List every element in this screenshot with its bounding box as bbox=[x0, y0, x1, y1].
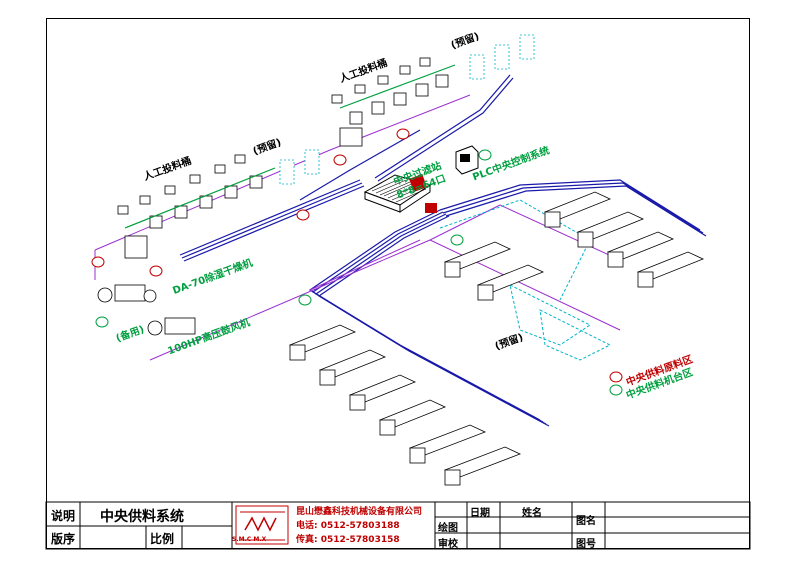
tb-drawing-name-label: 图名 bbox=[576, 516, 596, 527]
company-name: 昆山懋鑫科技机械设备有限公司 bbox=[296, 507, 423, 517]
title-edition-label: 版序 bbox=[51, 532, 76, 546]
lower-hopper-row bbox=[117, 154, 263, 259]
green-markers bbox=[95, 149, 623, 396]
title-scale-label: 比例 bbox=[150, 532, 175, 546]
company-logo bbox=[235, 505, 289, 545]
tb-review-label: 审校 bbox=[438, 539, 458, 550]
title-desc-label: 说明 bbox=[51, 509, 76, 523]
machine-rows bbox=[288, 191, 705, 486]
tb-date-label: 日期 bbox=[470, 508, 490, 519]
plc-cabinet bbox=[455, 145, 479, 175]
upper-hopper-green-pipe bbox=[339, 64, 456, 109]
tb-drawn-label: 绘图 bbox=[438, 523, 458, 534]
red-markers bbox=[91, 128, 623, 383]
tb-name-label: 姓名 bbox=[522, 508, 542, 519]
blower-units bbox=[97, 284, 196, 336]
title-main: 中央供料系统 bbox=[100, 509, 184, 525]
lower-hopper-green-pipe bbox=[124, 167, 276, 229]
company-fax: 传真: 0512-57803158 bbox=[296, 535, 400, 545]
company-phone: 电话: 0512-57803188 bbox=[296, 521, 400, 531]
red-marker-block bbox=[409, 174, 437, 213]
tb-drawing-no-label: 图号 bbox=[576, 539, 596, 550]
upper-hopper-row bbox=[331, 57, 449, 147]
blue-trunk-lines bbox=[179, 74, 707, 427]
reserved-boxes bbox=[279, 34, 535, 185]
logo-text: S.M.C M.X bbox=[232, 536, 267, 543]
